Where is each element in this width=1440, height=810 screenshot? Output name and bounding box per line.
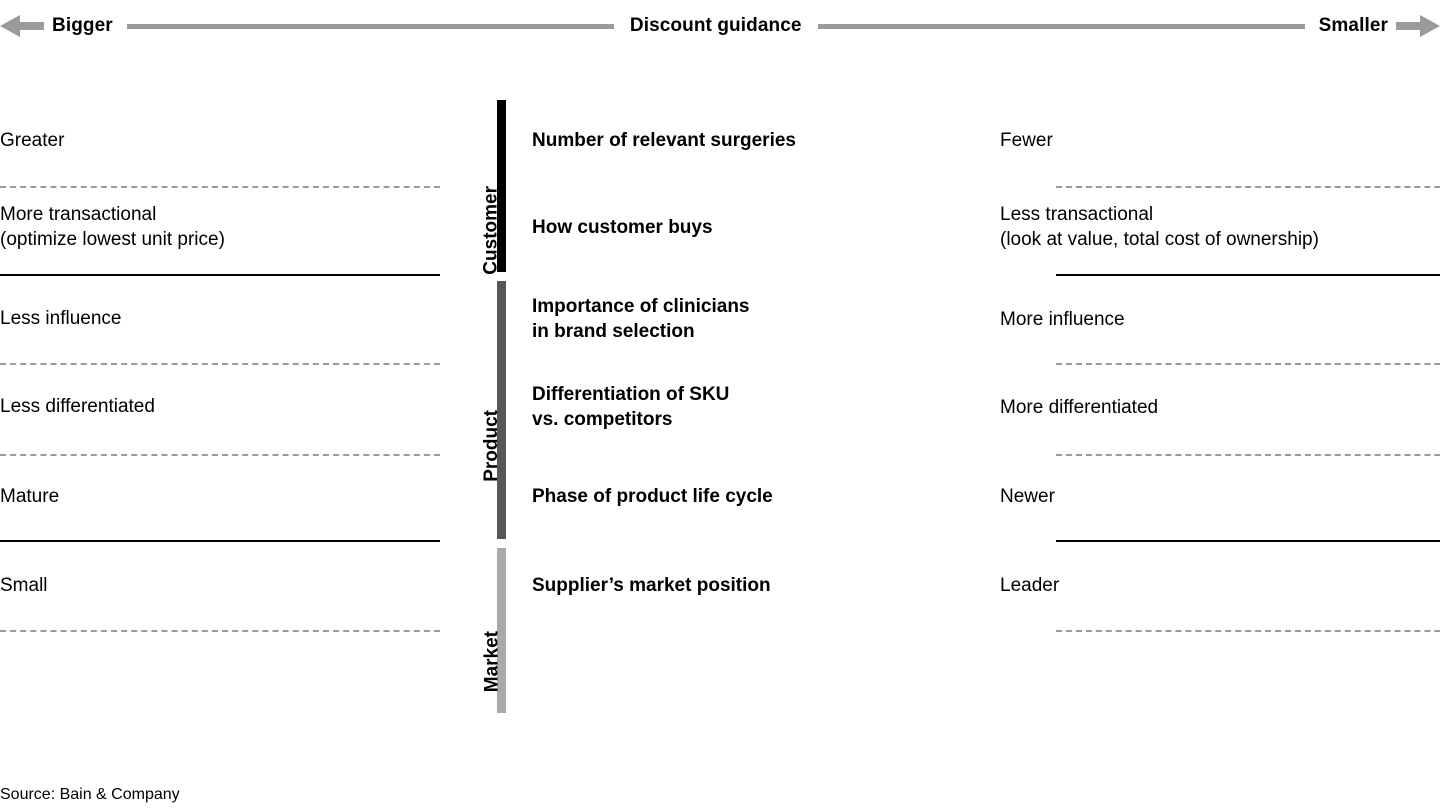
row-divider [0,363,440,365]
table-row: Supplier’s market position Leader [528,573,1440,631]
group-bar [497,548,506,713]
table-row: Small [0,573,440,631]
table-row: Importance of clinicians in brand select… [528,294,1440,364]
table-row: Differentiation of SKU vs. competitors M… [528,382,1440,452]
table-row: Less influence [0,306,440,364]
header-title: Discount guidance [629,15,802,36]
row-divider [1056,186,1440,188]
arrow-right-icon [1396,12,1440,40]
header-smaller-label: Smaller [1318,15,1388,36]
row-smaller-value: Fewer [1000,130,1053,151]
row-divider [0,630,440,632]
row-divider [1056,454,1440,456]
row-divider [0,454,440,456]
row-bigger-value: Small [0,575,48,596]
source-note: Source: Bain & Company [0,786,180,803]
row-smaller-value: Newer [1000,486,1055,507]
bigger-column: Greater More transactional (optimize low… [0,96,440,721]
row-smaller-value: Leader [1000,575,1060,596]
row-bigger-value: Less influence [0,308,122,329]
group-bar [497,100,506,272]
group-product: Product [440,281,528,539]
comparison-matrix: Greater More transactional (optimize low… [0,96,1440,721]
group-label: Market [481,630,502,692]
group-customer: Customer [440,100,528,275]
group-divider [1056,540,1440,542]
row-factor-label: Importance of clinicians in brand select… [532,296,750,342]
table-row: Less differentiated [0,394,440,452]
row-factor-label: Supplier’s market position [532,575,771,596]
row-bigger-value: Mature [0,486,60,507]
arrow-left-icon [0,12,44,40]
row-divider [0,186,440,188]
group-label: Product [481,410,502,482]
header-line-right [817,23,1305,29]
header-bigger-label: Bigger [52,15,113,36]
group-divider [0,274,440,276]
row-divider [1056,630,1440,632]
table-row: More transactional (optimize lowest unit… [0,202,440,280]
row-divider [1056,363,1440,365]
row-factor-label: How customer buys [532,217,713,238]
row-smaller-value: More influence [1000,309,1125,330]
group-divider [0,540,440,542]
group-divider [1056,274,1440,276]
row-bigger-value: Greater [0,130,65,151]
row-factor-label: Number of relevant surgeries [532,130,796,151]
table-row: Number of relevant surgeries Fewer [528,128,1440,186]
header-line-left [126,23,614,29]
row-smaller-value: More differentiated [1000,397,1159,418]
table-row: Greater [0,128,440,186]
row-factor-label: Differentiation of SKU vs. competitors [532,384,730,430]
group-spine: Customer Product Market [440,96,528,721]
group-market: Market [440,548,528,713]
table-row: How customer buys Less transactional (lo… [528,202,1440,280]
group-label: Customer [481,186,502,275]
factor-and-smaller-column: Number of relevant surgeries Fewer How c… [528,96,1440,721]
row-factor-label: Phase of product life cycle [532,486,773,507]
discount-guidance-header: Bigger Discount guidance Smaller [0,0,1440,52]
group-bar [497,281,506,539]
table-row: Phase of product life cycle Newer [528,484,1440,542]
row-bigger-value: Less differentiated [0,396,155,417]
row-smaller-value: Less transactional (look at value, total… [1000,204,1319,250]
table-row: Mature [0,484,440,542]
row-bigger-value: More transactional (optimize lowest unit… [0,204,225,250]
